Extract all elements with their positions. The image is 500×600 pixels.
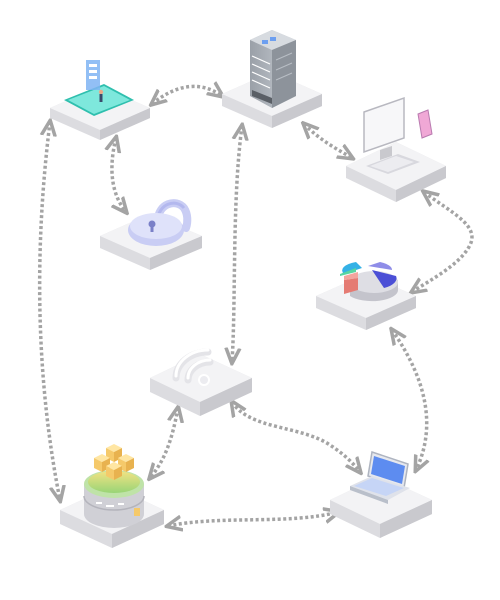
smartphone-app-icon bbox=[64, 60, 134, 116]
link-mobile-security bbox=[112, 138, 126, 212]
link-wifi-laptop bbox=[232, 402, 360, 472]
node-mobile-app[interactable] bbox=[50, 60, 150, 140]
database-icon bbox=[83, 444, 145, 528]
node-analytics[interactable] bbox=[316, 262, 416, 330]
node-wifi[interactable] bbox=[150, 348, 252, 416]
server-rack-icon bbox=[250, 30, 296, 108]
node-database[interactable] bbox=[60, 444, 164, 548]
link-mobile-server bbox=[152, 86, 222, 104]
connector-layer bbox=[37, 86, 474, 526]
node-laptop[interactable] bbox=[330, 451, 432, 538]
link-wifi-database bbox=[150, 408, 178, 478]
padlock-icon bbox=[128, 199, 192, 246]
link-desktop-analytics bbox=[412, 192, 474, 292]
cube-cluster bbox=[94, 444, 134, 480]
wifi-icon bbox=[172, 348, 214, 386]
link-mobile-database bbox=[37, 122, 60, 500]
link-analytics-laptop bbox=[392, 330, 427, 470]
link-database-laptop bbox=[168, 512, 338, 526]
node-server[interactable] bbox=[222, 30, 322, 128]
laptop-icon bbox=[350, 451, 410, 504]
node-desktop[interactable] bbox=[346, 96, 446, 202]
node-security[interactable] bbox=[100, 199, 202, 270]
platform bbox=[346, 142, 446, 202]
desktop-computer-icon bbox=[363, 96, 433, 174]
link-server-desktop bbox=[304, 124, 352, 158]
pie-chart-icon bbox=[340, 262, 399, 302]
link-server-wifi bbox=[232, 126, 242, 362]
